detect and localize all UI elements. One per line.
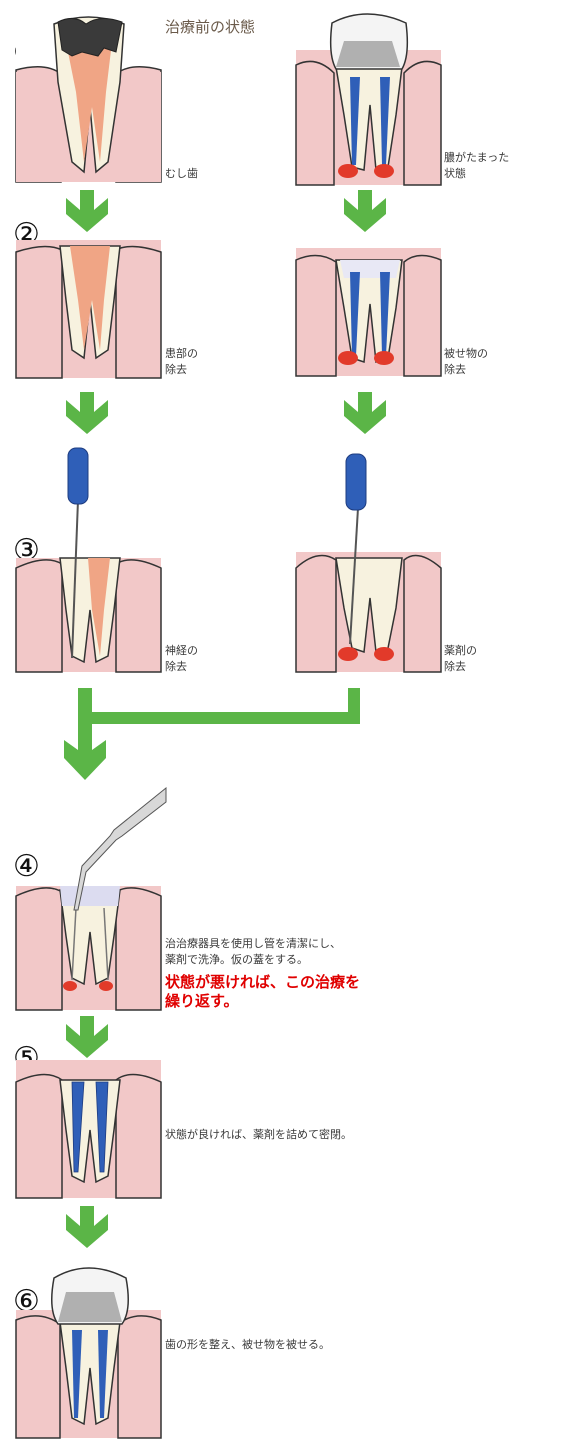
canal-cleaning-illustration: [15, 786, 167, 1011]
step4-warning: 状態が悪ければ、この治療を 繰り返す。: [165, 973, 361, 1010]
step5-caption: 状態が良ければ、薬剤を詰めて密閉。: [165, 1128, 352, 1141]
down-arrow-icon: [66, 1016, 108, 1058]
merge-connector: [64, 688, 360, 780]
down-arrow-icon: [66, 190, 108, 232]
step4-caption: 治治療器具を使用し管を清潔にし、 薬剤で洗浄。仮の蓋をする。: [165, 937, 341, 966]
step3-left-caption: 神経の 除去: [165, 644, 198, 673]
nerve-removal-illustration: [15, 447, 162, 673]
decayed-tooth-illustration: [15, 12, 162, 183]
down-arrow-icon: [344, 392, 386, 434]
step6-caption: 歯の形を整え、被せ物を被せる。: [165, 1338, 330, 1351]
step1-left-caption: むし歯: [165, 167, 198, 180]
abscessed-crowned-tooth-illustration: [295, 13, 442, 186]
step1-right-caption: 膿がたまった 状態: [444, 151, 510, 180]
step2-left-caption: 患部の 除去: [165, 347, 198, 376]
down-arrow-icon: [66, 392, 108, 434]
down-arrow-icon: [66, 1206, 108, 1248]
medicine-removal-illustration: [295, 453, 442, 673]
page-title: 治療前の状態: [165, 18, 256, 36]
decay-removed-tooth-illustration: [15, 240, 162, 379]
canal-sealing-illustration: [15, 1060, 162, 1199]
down-arrow-icon: [344, 190, 386, 232]
crown-removed-tooth-illustration: [295, 248, 442, 377]
step-number-4: ④: [13, 849, 40, 884]
step3-right-caption: 薬剤の 除去: [444, 644, 477, 673]
step2-right-caption: 被せ物の 除去: [444, 347, 488, 376]
crowned-tooth-illustration: [15, 1267, 162, 1439]
